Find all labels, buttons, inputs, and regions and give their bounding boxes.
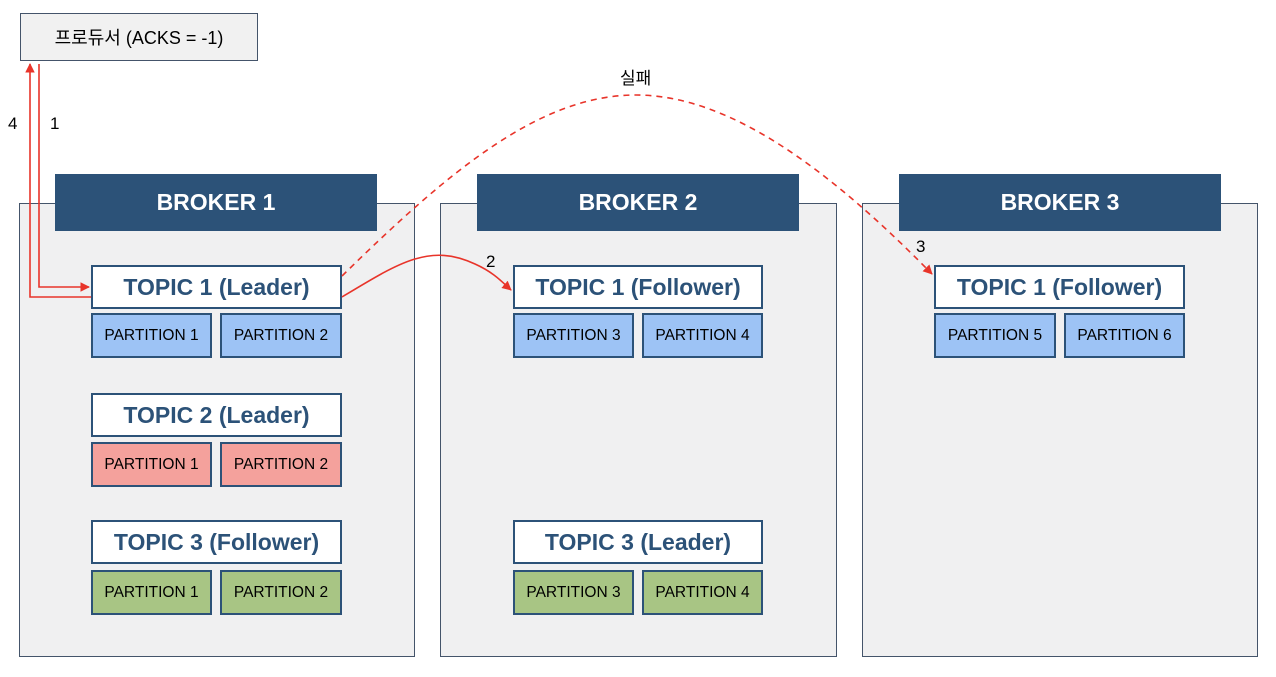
broker-1-topic-3-partition-a: PARTITION 1 (91, 570, 212, 615)
broker-3-topic-1: TOPIC 1 (Follower) (934, 265, 1185, 309)
broker-1-topic-1: TOPIC 1 (Leader) (91, 265, 342, 309)
step-4-label: 4 (8, 114, 18, 133)
partition-label: PARTITION 6 (1077, 326, 1172, 344)
partition-label: PARTITION 2 (233, 455, 329, 473)
broker-2-topic-1-partition-a: PARTITION 3 (513, 313, 634, 358)
step-3-label: 3 (916, 237, 926, 256)
broker-3-header: BROKER 3 (899, 174, 1221, 231)
topic-label: TOPIC 3 (Follower) (113, 528, 320, 555)
broker-1-topic-2: TOPIC 2 (Leader) (91, 393, 342, 437)
arrow-step-3-failure (341, 94, 933, 277)
partition-label: PARTITION 3 (526, 326, 621, 344)
partition-label: PARTITION 5 (947, 326, 1043, 344)
partition-label: PARTITION 4 (655, 326, 750, 344)
arrow-step-1 (38, 64, 90, 292)
step-2-label: 2 (486, 252, 496, 271)
partition-label: PARTITION 2 (233, 326, 329, 344)
topic-label: TOPIC 3 (Leader) (544, 528, 732, 555)
broker-1-topic-1-partition-a: PARTITION 1 (91, 313, 212, 358)
topic-label: TOPIC 1 (Follower) (956, 273, 1163, 300)
broker-1-title: BROKER 1 (156, 189, 276, 215)
broker-3-topic-1-partition-a: PARTITION 5 (934, 313, 1056, 358)
partition-label: PARTITION 3 (526, 583, 621, 601)
broker-1-topic-3: TOPIC 3 (Follower) (91, 520, 342, 564)
failure-label: 실패 (620, 69, 652, 88)
step-1-label: 1 (50, 114, 60, 133)
topic-label: TOPIC 1 (Follower) (535, 273, 741, 300)
partition-label: PARTITION 1 (104, 583, 199, 601)
partition-label: PARTITION 2 (233, 583, 329, 601)
broker-2-topic-1: TOPIC 1 (Follower) (513, 265, 763, 309)
broker-2-header: BROKER 2 (477, 174, 799, 231)
broker-1-header: BROKER 1 (55, 174, 377, 231)
broker-2-topic-3-partition-b: PARTITION 4 (642, 570, 763, 615)
producer-box: 프로듀서 (ACKS = -1) (20, 13, 258, 61)
broker-2-topic-1-partition-b: PARTITION 4 (642, 313, 763, 358)
partition-label: PARTITION 1 (104, 455, 199, 473)
broker-1-topic-2-partition-a: PARTITION 1 (91, 442, 212, 487)
broker-1-topic-2-partition-b: PARTITION 2 (220, 442, 342, 487)
producer-label: 프로듀서 (ACKS = -1) (54, 28, 224, 48)
broker-2-topic-3: TOPIC 3 (Leader) (513, 520, 763, 564)
arrow-step-2 (341, 254, 512, 298)
broker-3-topic-1-partition-b: PARTITION 6 (1064, 313, 1185, 358)
broker-2-topic-3-partition-a: PARTITION 3 (513, 570, 634, 615)
broker-3-title: BROKER 3 (1000, 189, 1120, 215)
partition-label: PARTITION 1 (104, 326, 199, 344)
topic-label: TOPIC 2 (Leader) (123, 401, 310, 428)
topic-label: TOPIC 1 (Leader) (123, 273, 310, 300)
broker-2-title: BROKER 2 (578, 189, 698, 215)
broker-1-topic-1-partition-b: PARTITION 2 (220, 313, 342, 358)
arrow-step-4 (25, 63, 91, 298)
partition-label: PARTITION 4 (655, 583, 750, 601)
broker-1-topic-3-partition-b: PARTITION 2 (220, 570, 342, 615)
